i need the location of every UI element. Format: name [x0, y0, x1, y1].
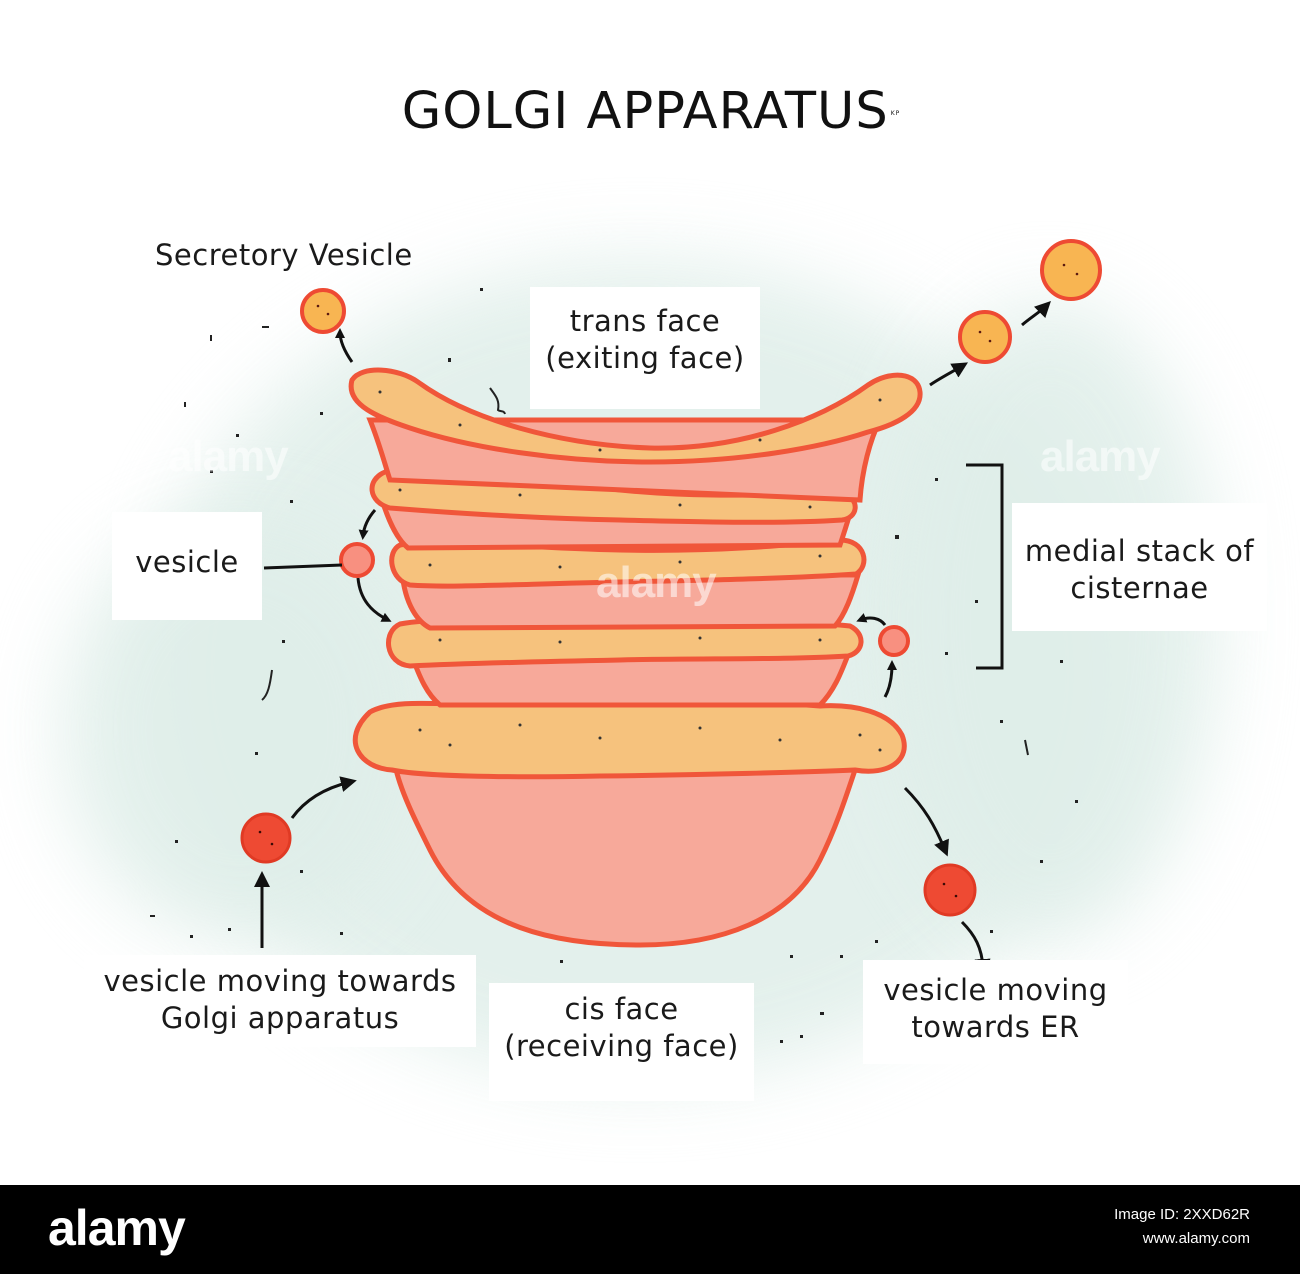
lumen-speckles	[378, 390, 882, 752]
watermark: alamy	[596, 558, 717, 607]
stock-footer: alamy Image ID: 2XXD62R www.alamy.com	[0, 1185, 1300, 1274]
cis-face-line-1: cis face	[564, 992, 679, 1026]
cis-face-line-2: (receiving face)	[504, 1029, 739, 1063]
vesicle-label: vesicle	[112, 512, 262, 620]
vesicle-to-golgi	[240, 812, 292, 864]
cis-face-label: cis face (receiving face)	[489, 983, 754, 1101]
toward-golgi-line-2: Golgi apparatus	[160, 1001, 400, 1035]
trans-face-line-2: (exiting face)	[545, 341, 745, 375]
flow-arrows	[254, 301, 1051, 975]
toward-er-line-2: towards ER	[911, 1010, 1080, 1044]
trans-face-label: trans face (exiting face)	[530, 287, 760, 409]
author-mark: KP	[890, 110, 901, 117]
medial-stack-label: medial stack of cisternae	[1012, 503, 1267, 631]
golgi-illustration	[150, 239, 1102, 1043]
toward-golgi-label: vesicle moving towards Golgi apparatus	[84, 955, 476, 1047]
background-squiggles	[261, 387, 1029, 756]
medial-cisterna-4	[386, 617, 864, 708]
medial-bracket	[966, 463, 1004, 670]
medial-cisterna-3	[389, 537, 867, 631]
secretory-vesicle-label: Secretory Vesicle	[155, 238, 413, 272]
watermark: alamy	[1040, 432, 1161, 481]
secretory-vesicle-left	[300, 288, 346, 334]
medial-stack-line-1: medial stack of	[1024, 534, 1255, 568]
image-id: Image ID: 2XXD62R	[1114, 1206, 1250, 1223]
brand-logo: alamy	[48, 1200, 186, 1256]
trans-cisterna	[348, 367, 923, 503]
toward-er-label: vesicle moving towards ER	[863, 960, 1128, 1064]
transport-vesicle-right	[878, 625, 910, 657]
cis-cisterna	[352, 699, 907, 948]
vesicle-label-text: vesicle	[135, 545, 239, 579]
watermark: alamy	[168, 432, 289, 481]
secretory-vesicle-right-2	[1040, 239, 1102, 301]
toward-golgi-line-1: vesicle moving towards	[103, 964, 457, 998]
toward-er-line-1: vesicle moving	[883, 973, 1108, 1007]
medial-stack-line-2: cisternae	[1070, 571, 1209, 605]
trans-face-line-1: trans face	[569, 304, 721, 338]
background-dots	[150, 288, 1078, 1043]
site-url: www.alamy.com	[1142, 1230, 1250, 1247]
vesicle-leader-line	[263, 563, 343, 570]
vesicle-to-er	[923, 863, 977, 917]
secretory-vesicle-right-1	[958, 310, 1012, 364]
image-id-block: Image ID: 2XXD62R www.alamy.com	[1114, 1203, 1250, 1251]
transport-vesicle-left	[339, 542, 375, 578]
